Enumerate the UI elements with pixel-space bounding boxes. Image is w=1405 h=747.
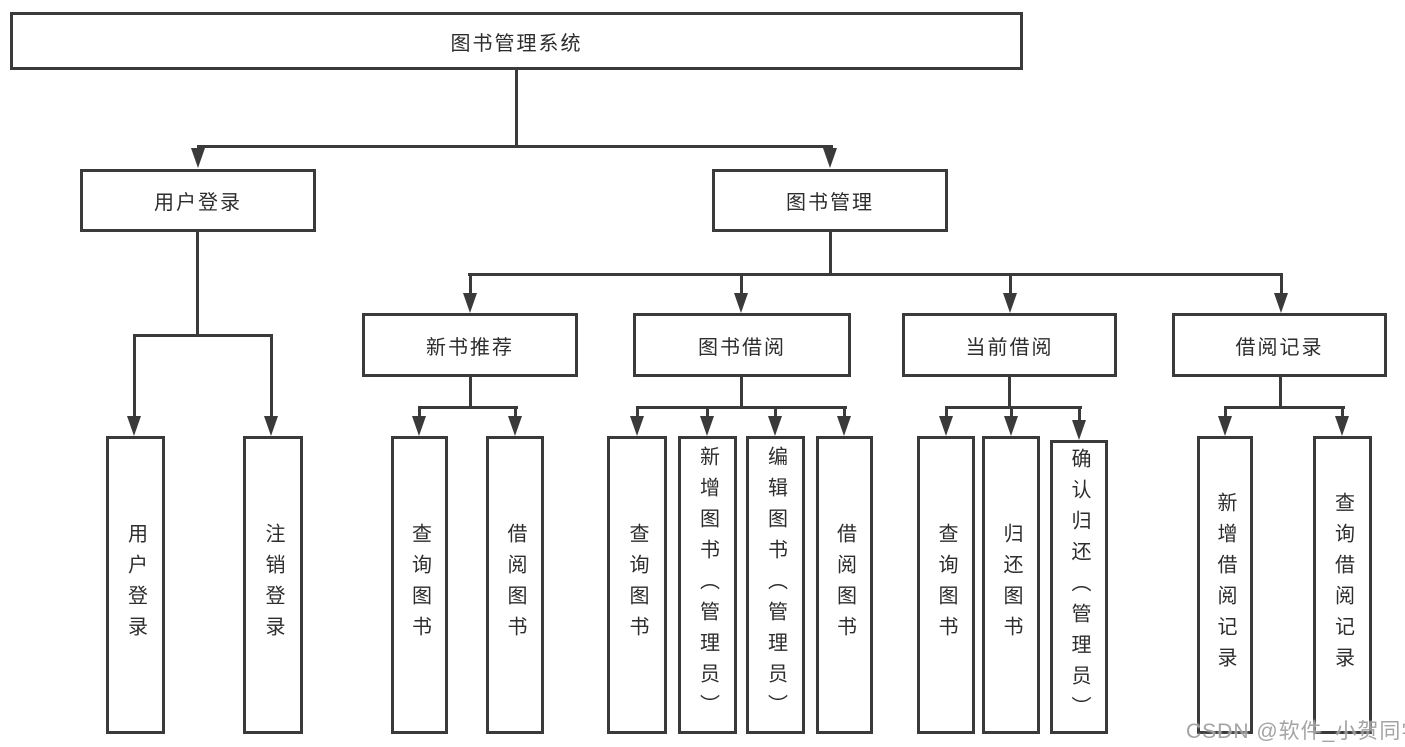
node-book-management-label: 图书管理 — [786, 192, 874, 214]
leaf-logout: 注销登录 — [243, 436, 303, 734]
connector-drop-current-borrowing — [1009, 275, 1012, 295]
connector-borrowing-records-hline — [1224, 406, 1345, 409]
connector-drop-new-book — [469, 275, 472, 295]
leaf-confirm-return-admin: 确认归还（管理员） — [1050, 440, 1108, 734]
leaf-borrow-books-recommend: 借阅图书 — [486, 436, 544, 734]
leaf-add-book-admin-label: 新增图书（管理员） — [696, 445, 719, 725]
arrowhead-to-add-borrow-record — [1218, 416, 1232, 436]
node-borrowing-records: 借阅记录 — [1172, 313, 1387, 377]
connector-drop-c2 — [1010, 408, 1013, 418]
leaf-query-books-borrowing: 查询图书 — [607, 436, 667, 734]
connector-book-borrowing-hline — [636, 406, 847, 409]
node-user-login: 用户登录 — [80, 169, 316, 232]
leaf-query-books-recommend: 查询图书 — [391, 436, 448, 734]
leaf-query-books-recommend-label: 查询图书 — [408, 523, 431, 647]
leaf-query-books-current-label: 查询图书 — [935, 523, 957, 647]
arrowhead-to-borrowing-records — [1274, 293, 1288, 313]
leaf-borrow-books-label: 借阅图书 — [833, 523, 856, 647]
node-current-borrowing: 当前借阅 — [902, 313, 1117, 377]
connector-current-borrowing-stem — [1008, 377, 1011, 406]
leaf-return-books: 归还图书 — [982, 436, 1040, 734]
connector-drop-b1 — [636, 408, 639, 418]
arrowhead-to-current-borrowing — [1003, 293, 1017, 313]
arrowhead-to-query-books-current — [939, 416, 953, 436]
connector-drop-d2 — [1341, 408, 1344, 418]
arrowhead-to-user-login — [191, 148, 205, 168]
connector-current-borrowing-hline — [945, 406, 1082, 409]
node-root-label: 图书管理系统 — [450, 32, 583, 55]
connector-drop-a2 — [514, 408, 517, 418]
connector-level3-hline — [468, 273, 1283, 276]
leaf-borrow-books: 借阅图书 — [816, 436, 873, 734]
connector-borrowing-records-stem — [1279, 377, 1282, 406]
leaf-add-borrow-record: 新增借阅记录 — [1197, 436, 1253, 734]
connector-drop-book-borrowing — [740, 275, 743, 295]
leaf-query-borrow-record: 查询借阅记录 — [1313, 436, 1372, 734]
connector-drop-c3 — [1078, 408, 1081, 422]
node-borrowing-records-label: 借阅记录 — [1235, 336, 1324, 359]
arrowhead-to-new-book-recommend — [463, 293, 477, 313]
connector-drop-d1 — [1224, 408, 1227, 418]
arrowhead-to-user-login-leaf — [127, 416, 141, 436]
arrowhead-to-edit-book-admin — [768, 416, 782, 436]
arrowhead-to-logout-leaf — [264, 416, 278, 436]
connector-drop-b2 — [706, 408, 709, 418]
leaf-query-books-borrowing-label: 查询图书 — [626, 523, 648, 647]
node-book-borrowing: 图书借阅 — [633, 313, 851, 377]
arrowhead-to-query-borrow-record — [1335, 416, 1349, 436]
arrowhead-to-book-borrowing — [734, 293, 748, 313]
connector-drop-logout-leaf — [270, 336, 273, 418]
arrowhead-to-return-books — [1004, 416, 1018, 436]
leaf-add-borrow-record-label: 新增借阅记录 — [1214, 492, 1236, 678]
connector-drop-b4 — [843, 408, 846, 418]
leaf-user-login: 用户登录 — [106, 436, 165, 734]
leaf-add-book-admin: 新增图书（管理员） — [678, 436, 737, 734]
connector-level2-hline — [197, 145, 833, 148]
node-root: 图书管理系统 — [10, 12, 1023, 70]
leaf-edit-book-admin-label: 编辑图书（管理员） — [764, 445, 787, 725]
connector-drop-b3 — [774, 408, 777, 418]
node-book-management: 图书管理 — [712, 169, 948, 232]
arrowhead-to-query-books-recommend — [412, 416, 426, 436]
connector-root-stem — [515, 69, 518, 146]
arrowhead-to-confirm-return-admin — [1072, 420, 1086, 440]
connector-new-book-stem — [469, 377, 472, 406]
arrowhead-to-query-books-borrowing — [630, 416, 644, 436]
csdn-watermark: CSDN @软件_小贺同学 — [1186, 720, 1405, 743]
connector-drop-a1 — [418, 408, 421, 418]
connector-book-management-stem — [829, 231, 832, 274]
connector-drop-user-login-leaf — [133, 336, 136, 418]
leaf-borrow-books-recommend-label: 借阅图书 — [504, 523, 526, 647]
connector-user-login-hline — [133, 334, 273, 337]
leaf-query-borrow-record-label: 查询借阅记录 — [1331, 492, 1354, 678]
leaf-return-books-label: 归还图书 — [1000, 523, 1022, 647]
connector-drop-c1 — [945, 408, 948, 418]
node-current-borrowing-label: 当前借阅 — [965, 336, 1054, 359]
node-new-book-recommend-label: 新书推荐 — [426, 336, 514, 359]
leaf-edit-book-admin: 编辑图书（管理员） — [746, 436, 805, 734]
leaf-confirm-return-admin-label: 确认归还（管理员） — [1068, 447, 1090, 727]
node-user-login-label: 用户登录 — [154, 192, 242, 214]
connector-book-borrowing-stem — [740, 377, 743, 406]
arrowhead-to-borrow-books-recommend — [508, 416, 522, 436]
node-new-book-recommend: 新书推荐 — [362, 313, 578, 377]
arrowhead-to-borrow-books — [837, 416, 851, 436]
arrowhead-to-add-book-admin — [700, 416, 714, 436]
arrowhead-to-book-management — [823, 148, 837, 168]
node-book-borrowing-label: 图书借阅 — [698, 336, 786, 359]
connector-drop-borrowing-records — [1280, 275, 1283, 295]
connector-user-login-stem — [196, 231, 199, 335]
connector-new-book-hline — [418, 406, 518, 409]
leaf-query-books-current: 查询图书 — [917, 436, 975, 734]
leaf-user-login-label: 用户登录 — [124, 523, 147, 647]
leaf-logout-label: 注销登录 — [262, 523, 284, 647]
